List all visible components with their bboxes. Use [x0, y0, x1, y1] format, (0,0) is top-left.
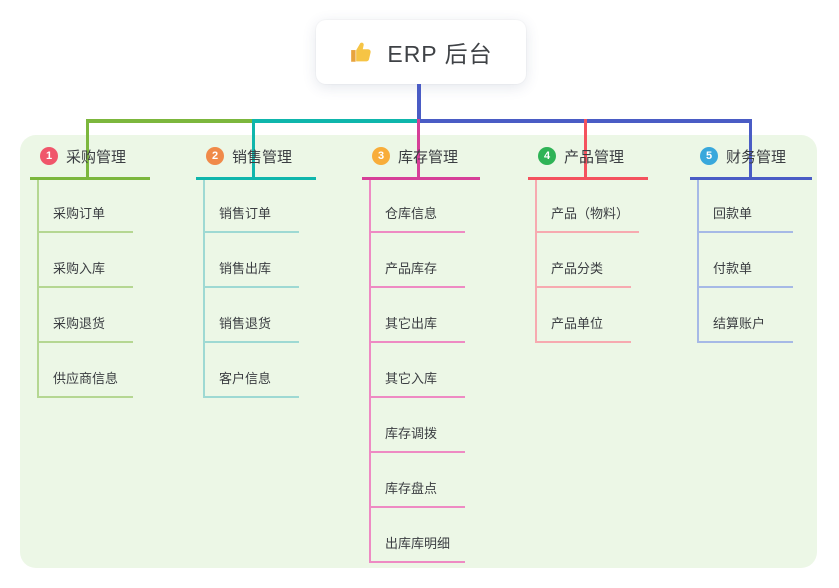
branch-trunk-line — [369, 180, 371, 561]
child-node[interactable]: 采购入库 — [37, 233, 133, 288]
child-label: 仓库信息 — [369, 203, 465, 233]
root-connector-line — [417, 84, 421, 123]
branch-trunk-line — [203, 180, 205, 396]
child-label: 结算账户 — [697, 313, 793, 343]
branch-children: 销售订单销售出库销售退货客户信息 — [203, 178, 299, 398]
child-node[interactable]: 产品分类 — [535, 233, 639, 288]
child-label: 出库库明细 — [369, 533, 465, 563]
child-node[interactable]: 采购订单 — [37, 178, 133, 233]
child-node[interactable]: 产品（物料） — [535, 178, 640, 233]
child-node[interactable]: 出库库明细 — [369, 508, 465, 563]
child-label: 采购订单 — [37, 203, 133, 233]
branch-label: 产品管理 — [564, 148, 625, 166]
branch-connector — [749, 119, 752, 180]
branch-node[interactable]: 1 采购管理 — [40, 146, 126, 166]
connector-bus-segment — [86, 119, 253, 123]
branch-node[interactable]: 4 产品管理 — [538, 146, 624, 166]
branch-number-badge: 3 — [372, 147, 390, 165]
branch-connector — [252, 119, 255, 180]
child-node[interactable]: 客户信息 — [203, 343, 299, 398]
child-node[interactable]: 销售订单 — [203, 178, 299, 233]
child-node[interactable]: 付款单 — [697, 233, 793, 288]
branch-underline — [30, 177, 150, 180]
child-node[interactable]: 产品单位 — [535, 288, 639, 343]
branch-number-badge: 4 — [538, 147, 556, 165]
child-label: 销售退货 — [203, 313, 299, 343]
child-label: 回款单 — [697, 203, 793, 233]
branch-label: 财务管理 — [726, 148, 787, 166]
branch-trunk-line — [697, 180, 699, 341]
child-label: 其它出库 — [369, 313, 465, 343]
root-label: ERP 后台 — [387, 41, 493, 67]
child-label: 采购退货 — [37, 313, 133, 343]
branch-children: 回款单付款单结算账户 — [697, 178, 793, 343]
branch-underline — [196, 177, 316, 180]
child-node[interactable]: 仓库信息 — [369, 178, 465, 233]
child-label: 产品分类 — [535, 258, 631, 288]
child-node[interactable]: 销售退货 — [203, 288, 299, 343]
branch-number-badge: 1 — [40, 147, 58, 165]
child-label: 销售出库 — [203, 258, 299, 288]
branch-underline — [528, 177, 648, 180]
child-node[interactable]: 产品库存 — [369, 233, 465, 288]
branch-label: 销售管理 — [232, 148, 293, 166]
child-label: 库存调拨 — [369, 423, 465, 453]
branch-underline — [690, 177, 812, 180]
branch-number-badge: 5 — [700, 147, 718, 165]
child-node[interactable]: 采购退货 — [37, 288, 133, 343]
child-node[interactable]: 销售出库 — [203, 233, 299, 288]
board-background — [20, 135, 817, 568]
child-node[interactable]: 结算账户 — [697, 288, 793, 343]
child-node[interactable]: 供应商信息 — [37, 343, 133, 398]
branch-node[interactable]: 5 财务管理 — [700, 146, 786, 166]
branch-children: 仓库信息产品库存其它出库其它入库库存调拨库存盘点出库库明细 — [369, 178, 465, 563]
child-label: 销售订单 — [203, 203, 299, 233]
branch-label: 库存管理 — [398, 148, 459, 166]
child-label: 产品（物料） — [535, 203, 640, 233]
branch-node[interactable]: 3 库存管理 — [372, 146, 458, 166]
thumbs-up-icon — [351, 42, 372, 62]
branch-trunk-line — [37, 180, 39, 396]
child-node[interactable]: 其它出库 — [369, 288, 465, 343]
branch-trunk-line — [535, 180, 537, 341]
branch-connector — [584, 119, 587, 180]
branch-label: 采购管理 — [66, 148, 127, 166]
branch-underline — [362, 177, 480, 180]
branch-connector — [86, 119, 89, 180]
connector-bus-segment — [253, 119, 417, 123]
root-node[interactable]: ERP 后台 — [316, 20, 526, 84]
child-label: 采购入库 — [37, 258, 133, 288]
child-label: 客户信息 — [203, 368, 299, 398]
branch-children: 采购订单采购入库采购退货供应商信息 — [37, 178, 133, 398]
child-label: 付款单 — [697, 258, 793, 288]
child-label: 供应商信息 — [37, 368, 133, 398]
child-node[interactable]: 其它入库 — [369, 343, 465, 398]
child-node[interactable]: 回款单 — [697, 178, 793, 233]
branch-node[interactable]: 2 销售管理 — [206, 146, 292, 166]
child-label: 产品单位 — [535, 313, 631, 343]
child-label: 产品库存 — [369, 258, 465, 288]
child-node[interactable]: 库存盘点 — [369, 453, 465, 508]
branch-connector — [417, 119, 420, 180]
child-label: 库存盘点 — [369, 478, 465, 508]
branch-children: 产品（物料） 产品分类产品单位 — [535, 178, 640, 343]
branch-number-badge: 2 — [206, 147, 224, 165]
child-label: 其它入库 — [369, 368, 465, 398]
child-node[interactable]: 库存调拨 — [369, 398, 465, 453]
